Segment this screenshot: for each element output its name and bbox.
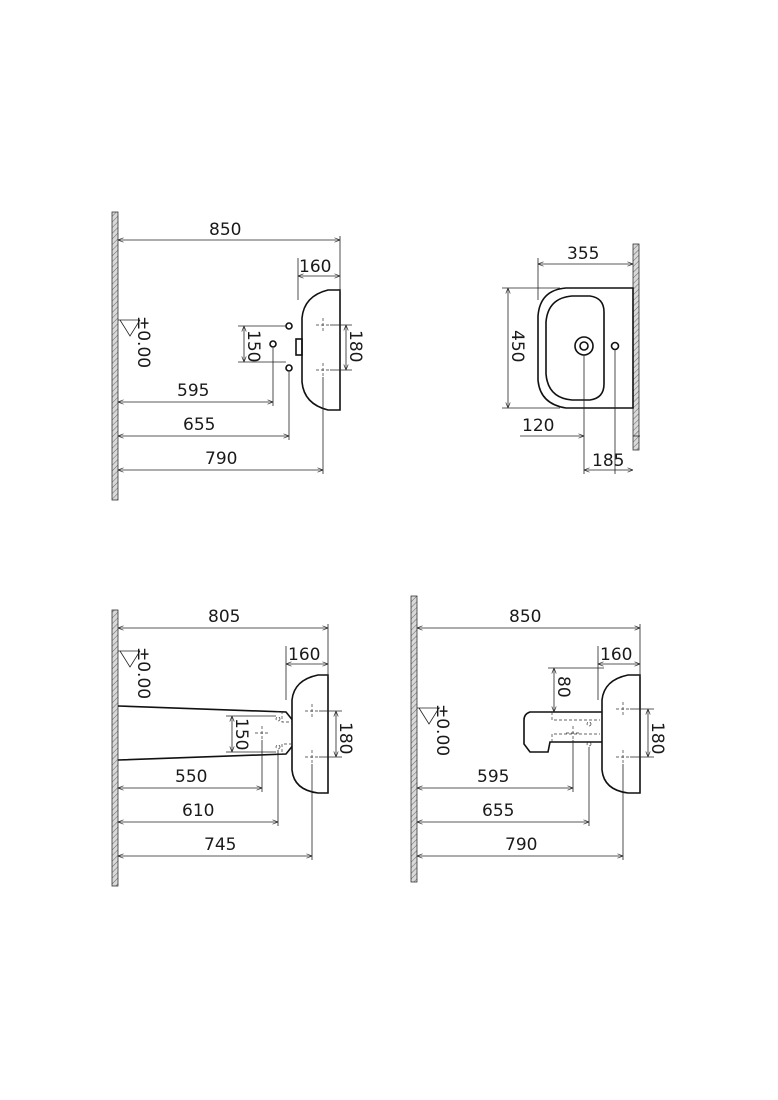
- view-side-pedestal: ±0.00 805 160 150 180: [111, 607, 355, 887]
- dim-790: 790: [205, 449, 237, 469]
- dim-160-2: 160: [288, 645, 320, 665]
- dim-180-3: 180: [647, 722, 667, 754]
- dim-745: 745: [204, 835, 236, 855]
- dim-805: 805: [208, 607, 240, 627]
- basin-side-outline-3: [601, 674, 641, 794]
- basin-plan-outline: [537, 287, 634, 409]
- view-side-wall-hung: ±0.00 850 160 150 180 595: [111, 211, 365, 501]
- fixing-hole-mid: [269, 340, 277, 348]
- level-label-3: ±0.00: [432, 704, 452, 756]
- wall-right-plan: [632, 243, 640, 451]
- level-marker: ±0.00: [118, 316, 153, 368]
- pedestal-hidden-lines: [255, 704, 319, 764]
- wall-left-1: [111, 211, 119, 501]
- dim-595: 595: [177, 381, 209, 401]
- dim-180: 180: [345, 330, 365, 362]
- level-label-2: ±0.00: [133, 647, 153, 699]
- dim-790-2: 790: [505, 835, 537, 855]
- view-plan: 355 450 120 185: [502, 243, 640, 474]
- fixing-hole-lower: [285, 364, 293, 372]
- dim-180-2: 180: [335, 722, 355, 754]
- dim-160-3: 160: [600, 645, 632, 665]
- basin-bowl: [545, 295, 605, 401]
- dim-550: 550: [175, 767, 207, 787]
- dim-120: 120: [522, 416, 554, 436]
- dim-450: 450: [507, 330, 527, 362]
- dim-160: 160: [299, 257, 331, 277]
- dim-850: 850: [209, 220, 241, 240]
- basin-side-outline-2: [291, 674, 329, 794]
- dim-150-2: 150: [231, 718, 251, 750]
- dim-150: 150: [243, 330, 263, 362]
- dim-355: 355: [567, 244, 599, 264]
- dim-655: 655: [183, 415, 215, 435]
- basin-side-outline: [301, 289, 341, 411]
- level-label: ±0.00: [133, 316, 153, 368]
- dim-80: 80: [553, 676, 573, 698]
- bracket-block: [295, 338, 303, 356]
- level-marker-3: ±0.00: [417, 704, 452, 756]
- bolt-crosses: [316, 318, 330, 377]
- dim-595-2: 595: [477, 767, 509, 787]
- waste-outlet-inner: [579, 341, 589, 351]
- dim-850-2: 850: [509, 607, 541, 627]
- view-side-half-pedestal: ±0.00 850 160 80 180 595: [410, 595, 667, 883]
- half-pedestal-outline: [523, 711, 605, 753]
- wall-left-2: [111, 609, 119, 887]
- wall-left-3: [410, 595, 418, 883]
- half-pedestal-hidden: [551, 702, 630, 764]
- dim-610: 610: [182, 801, 214, 821]
- level-marker-2: ±0.00: [118, 647, 153, 699]
- tap-hole: [610, 341, 620, 351]
- dim-185: 185: [592, 451, 624, 471]
- fixing-hole-upper: [285, 322, 293, 330]
- dim-655-2: 655: [482, 801, 514, 821]
